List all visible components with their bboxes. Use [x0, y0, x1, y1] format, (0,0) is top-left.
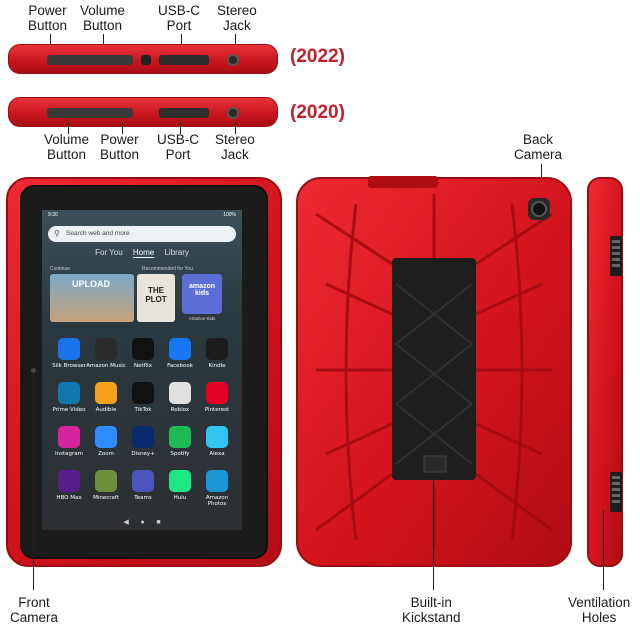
row-label-continue: Continue [50, 266, 71, 272]
tab-home[interactable]: Home [132, 248, 155, 258]
back-camera-lens [528, 198, 550, 220]
status-time: 9:30 [48, 212, 58, 218]
app-label: Teams [134, 495, 152, 501]
app-label: Amazon Music [86, 363, 126, 369]
app-label: Netflix [134, 363, 152, 369]
app-icon-alexa[interactable] [206, 426, 228, 448]
status-battery: 100% [223, 212, 236, 218]
app-icon-audible[interactable] [95, 382, 117, 404]
app-label: Facebook [167, 363, 193, 369]
case-side-view [587, 177, 623, 567]
year-2020: (2020) [290, 102, 345, 123]
year-2022: (2022) [290, 46, 345, 67]
app-label: Disney+ [131, 451, 155, 457]
app-label: Zoom [98, 451, 114, 457]
app-label: Minecraft [93, 495, 119, 501]
back-nav-icon[interactable]: ◀ [123, 519, 129, 526]
recents-nav-icon[interactable]: ■ [156, 519, 161, 526]
app-label: Amazon Photos [205, 495, 229, 507]
row-label-recommended: Recommended for You [142, 266, 193, 272]
app-label: Silk Browser [52, 363, 86, 369]
tab-for-you[interactable]: For You [95, 248, 123, 257]
tab-library[interactable]: Library [164, 248, 189, 257]
case-top-edge-2020 [8, 97, 278, 127]
app-icon-roblox[interactable] [169, 382, 191, 404]
card-the-plot[interactable]: THE PLOT [137, 274, 175, 322]
app-label: HBO Max [56, 495, 82, 501]
app-icon-spotify[interactable] [169, 426, 191, 448]
app-icon-zoom[interactable] [95, 426, 117, 448]
app-icon-facebook[interactable] [169, 338, 191, 360]
app-label: Audible [95, 407, 117, 413]
app-label: Hulu [173, 495, 187, 501]
app-label: Prime Video [52, 407, 86, 413]
app-label: Spotify [170, 451, 190, 457]
app-icon-disney-[interactable] [132, 426, 154, 448]
app-label: Instagram [55, 451, 83, 457]
app-icon-instagram[interactable] [58, 426, 80, 448]
app-label: Pinterest [204, 407, 230, 413]
app-icon-silk-browser[interactable] [58, 338, 80, 360]
app-label: TikTok [134, 407, 152, 413]
case-top-edge-2022 [8, 44, 278, 74]
nav-bar: ◀ ● ■ [42, 516, 242, 530]
app-icon-hbo-max[interactable] [58, 470, 80, 492]
app-icon-hulu[interactable] [169, 470, 191, 492]
app-label: Roblox [170, 407, 190, 413]
app-icon-tiktok[interactable] [132, 382, 154, 404]
app-label: Alexa [209, 451, 225, 457]
app-icon-teams[interactable] [132, 470, 154, 492]
app-icon-kindle[interactable] [206, 338, 228, 360]
app-icon-netflix[interactable] [132, 338, 154, 360]
search-placeholder: Search web and more [66, 230, 130, 237]
app-icon-amazon-music[interactable] [95, 338, 117, 360]
card-upload[interactable]: UPLOAD [50, 274, 134, 322]
case-back-view [296, 176, 572, 567]
app-icon-amazon-photos[interactable] [206, 470, 228, 492]
tablet-screen: 9:30 100% ⚲ Search web and more For You … [42, 210, 242, 530]
card-caption: Amazon Kids [188, 316, 216, 321]
app-icon-minecraft[interactable] [95, 470, 117, 492]
app-icon-pinterest[interactable] [206, 382, 228, 404]
app-icon-prime-video[interactable] [58, 382, 80, 404]
search-icon: ⚲ [54, 229, 60, 238]
card-amazon-kids[interactable]: amazon kids [182, 274, 222, 314]
home-nav-icon[interactable]: ● [140, 519, 145, 526]
search-bar[interactable]: ⚲ Search web and more [48, 226, 236, 242]
app-label: Kindle [208, 363, 226, 369]
front-camera-dot [31, 368, 36, 373]
